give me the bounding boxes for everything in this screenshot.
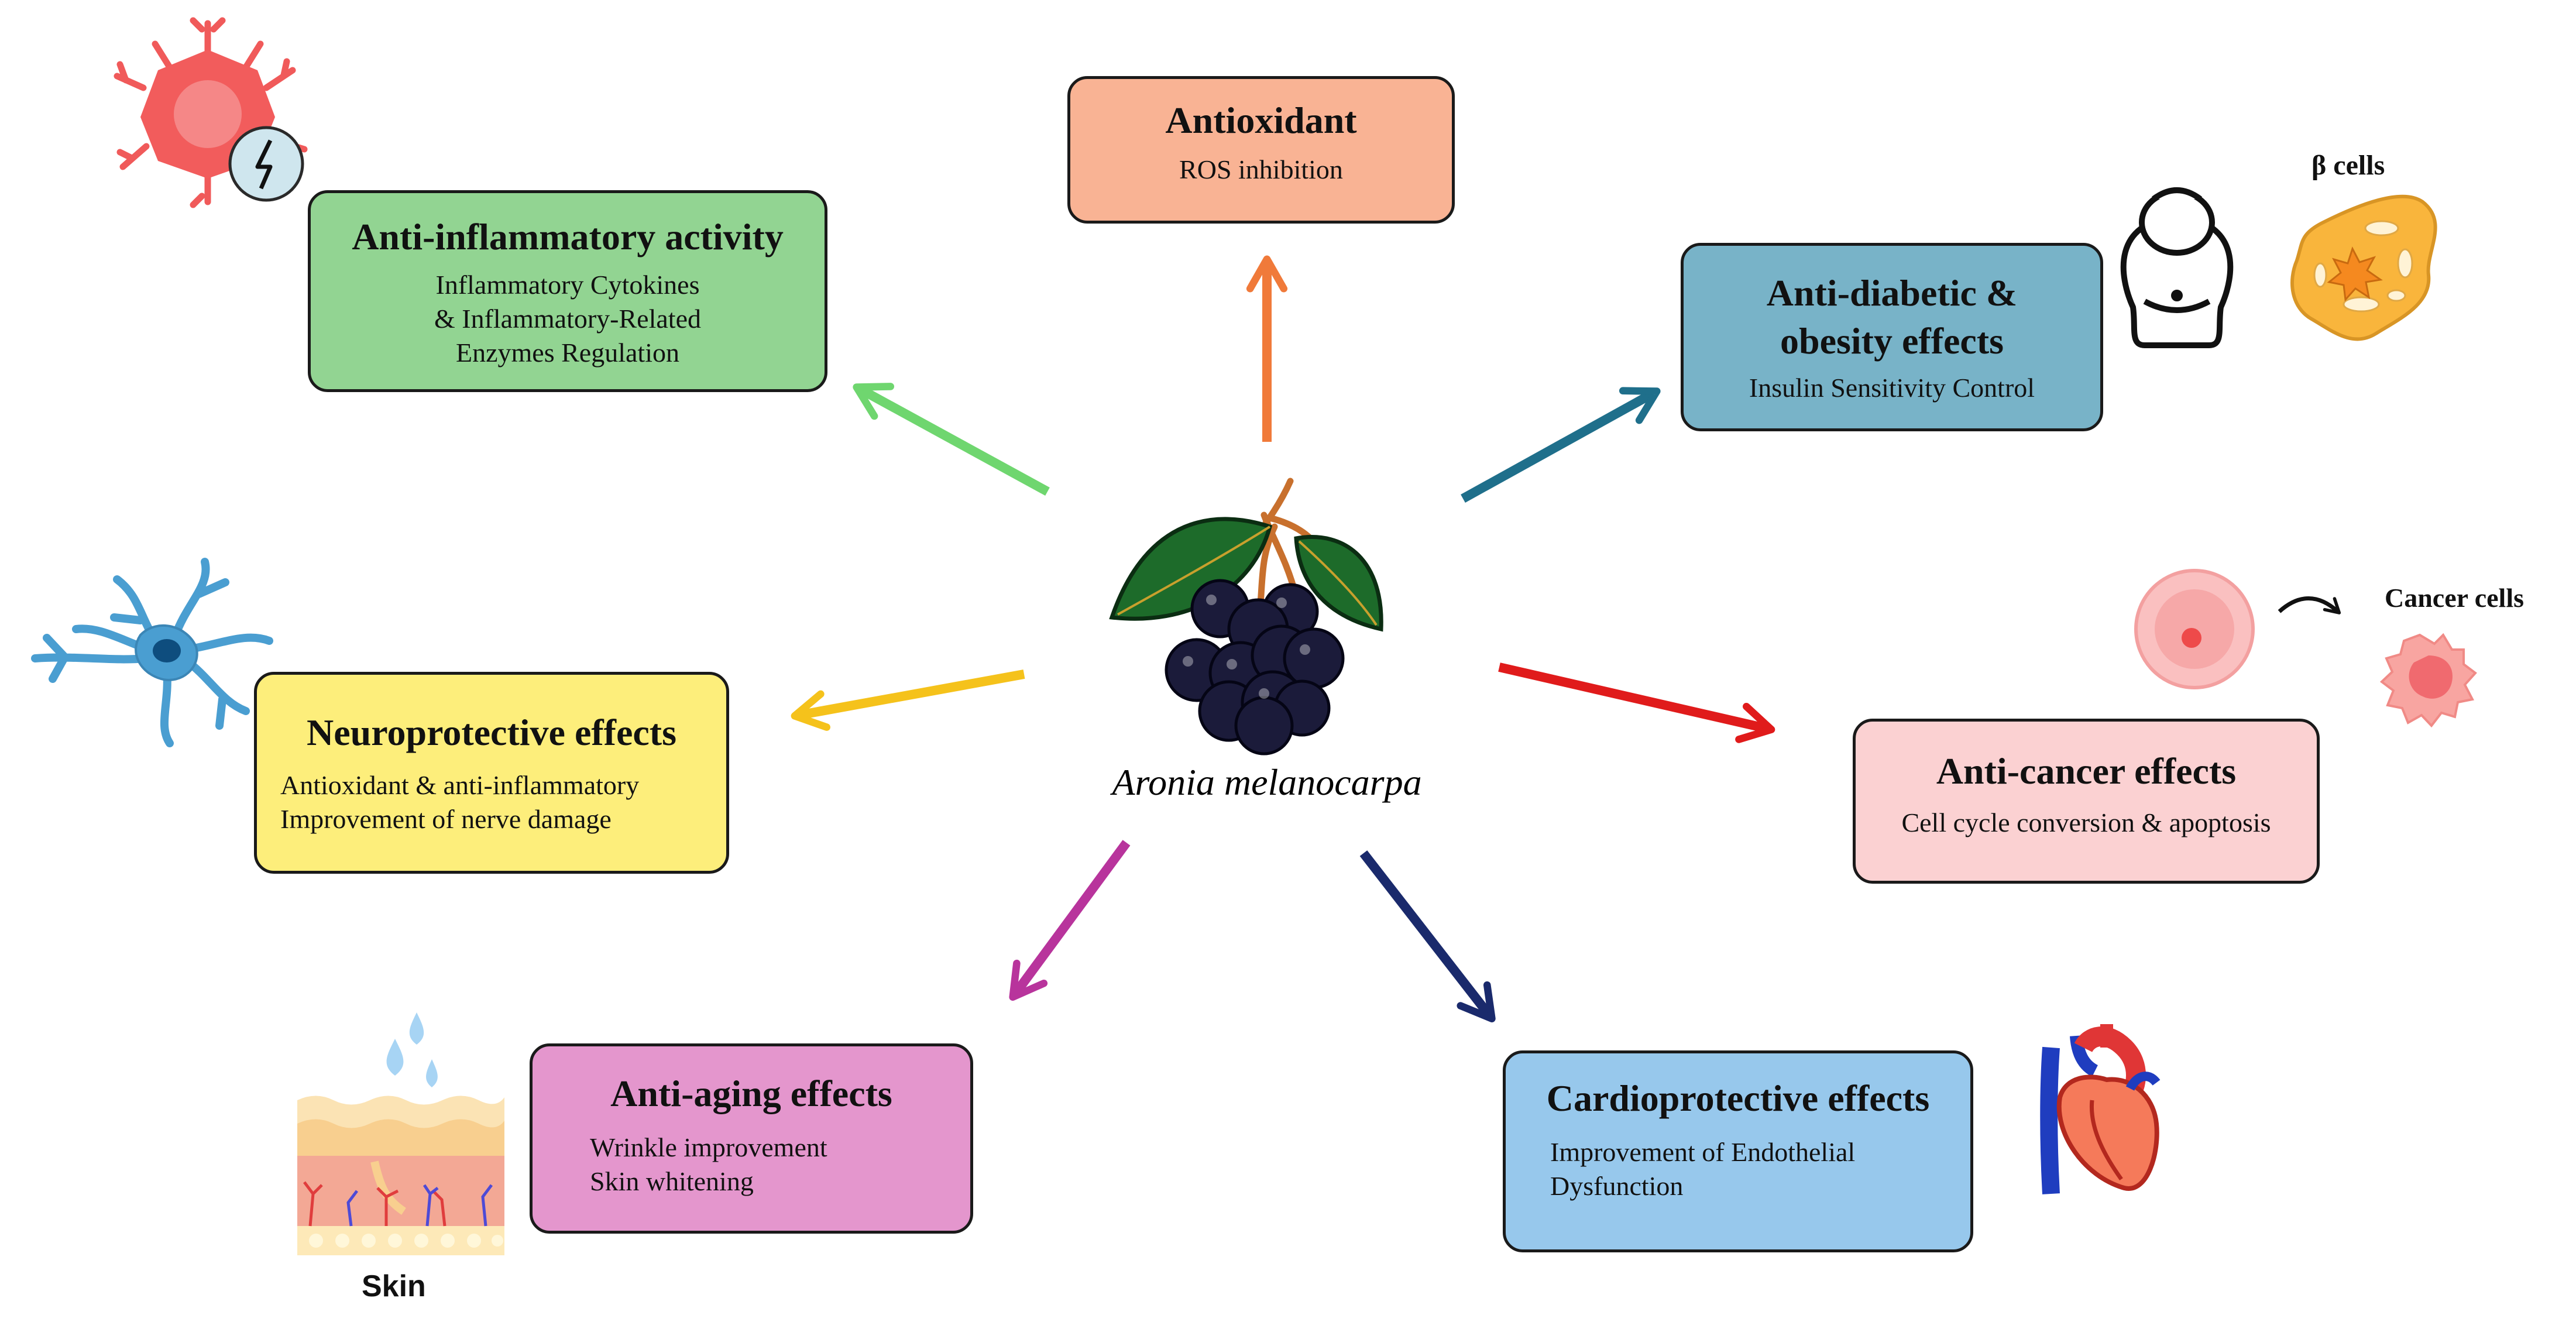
arrow-anti-cancer xyxy=(1498,662,1775,743)
anti-inflammatory-title: Anti-inflammatory activity xyxy=(352,216,784,257)
anti-aging-line: Wrinkle improvement xyxy=(590,1132,827,1162)
box-cardioprotective: Cardioprotective effects Improvement of … xyxy=(1503,1050,1973,1252)
cancer-cell-icon xyxy=(2379,633,2477,728)
anti-diabetic-title-line: obesity effects xyxy=(1780,320,2004,362)
anti-inflammatory-desc: Inflammatory Cytokines & Inflammatory-Re… xyxy=(311,268,825,370)
anti-diabetic-title-line: Anti-diabetic & xyxy=(1766,272,2018,314)
center-label: Aronia melanocarpa xyxy=(1112,761,1422,803)
anti-cancer-title: Anti-cancer effects xyxy=(1936,750,2237,792)
arrow-anti-diabetic xyxy=(1461,387,1661,503)
antioxidant-desc: ROS inhibition xyxy=(1070,153,1452,187)
anti-aging-line: Skin whitening xyxy=(590,1166,754,1196)
lightning-icon xyxy=(228,126,304,202)
antioxidant-title: Antioxidant xyxy=(1165,99,1357,141)
obese-body-icon xyxy=(2120,187,2234,348)
anti-inflammatory-line: & Inflammatory-Related xyxy=(434,304,701,334)
anti-aging-title: Anti-aging effects xyxy=(610,1073,892,1114)
inflammatory-cell-icon xyxy=(114,17,308,208)
anti-inflammatory-line: Inflammatory Cytokines xyxy=(435,270,700,300)
cardioprotective-line: Improvement of Endothelial xyxy=(1550,1137,1856,1167)
anti-inflammatory-line: Enzymes Regulation xyxy=(456,338,679,368)
beta-cell-icon xyxy=(2290,194,2437,341)
neuroprotective-desc: Antioxidant & anti-inflammatory Improvem… xyxy=(257,768,726,836)
neuroprotective-line: Improvement of nerve damage xyxy=(280,804,612,834)
box-antioxidant: Antioxidant ROS inhibition xyxy=(1067,76,1455,224)
skin-layers-icon xyxy=(297,1096,504,1255)
anti-diabetic-desc: Insulin Sensitivity Control xyxy=(1684,371,2100,405)
anti-aging-desc: Wrinkle improvement Skin whitening xyxy=(533,1131,970,1199)
antioxidant-line: ROS inhibition xyxy=(1179,154,1343,184)
normal-cell-icon xyxy=(2134,569,2255,689)
arrow-anti-inflammatory xyxy=(853,383,1050,496)
box-neuroprotective: Neuroprotective effects Antioxidant & an… xyxy=(254,672,729,874)
box-anti-aging: Anti-aging effects Wrinkle improvement S… xyxy=(530,1043,973,1234)
anti-cancer-line: Cell cycle conversion & apoptosis xyxy=(1901,808,2271,837)
arrow-anti-aging xyxy=(1009,840,1131,1001)
aronia-berries-icon xyxy=(1109,478,1383,756)
anti-diabetic-line: Insulin Sensitivity Control xyxy=(1749,373,2035,403)
neuroprotective-title: Neuroprotective effects xyxy=(307,712,676,753)
cardioprotective-desc: Improvement of Endothelial Dysfunction xyxy=(1506,1135,1970,1203)
caption-beta-cells: β cells xyxy=(2311,150,2385,181)
box-anti-cancer: Anti-cancer effects Cell cycle conversio… xyxy=(1853,719,2320,884)
neuron-icon xyxy=(31,558,273,747)
cardioprotective-title: Cardioprotective effects xyxy=(1546,1077,1930,1119)
cardioprotective-line: Dysfunction xyxy=(1550,1171,1684,1201)
box-anti-diabetic: Anti-diabetic & obesity effects Insulin … xyxy=(1681,243,2103,431)
arrow-cardioprotective xyxy=(1359,850,1496,1022)
caption-cancer-cells: Cancer cells xyxy=(2385,583,2525,613)
anti-diabetic-title: Anti-diabetic & obesity effects xyxy=(1684,269,2100,365)
caption-skin: Skin xyxy=(362,1269,426,1303)
neuroprotective-line: Antioxidant & anti-inflammatory xyxy=(280,770,640,800)
water-drop-icon xyxy=(386,1012,438,1087)
arrow-neuroprotective xyxy=(791,669,1025,731)
anti-cancer-desc: Cell cycle conversion & apoptosis xyxy=(1856,806,2317,840)
transition-arrow xyxy=(2278,596,2341,614)
heart-icon xyxy=(2040,1024,2161,1194)
box-anti-inflammatory: Anti-inflammatory activity Inflammatory … xyxy=(308,190,827,392)
arrows xyxy=(791,255,1775,1022)
